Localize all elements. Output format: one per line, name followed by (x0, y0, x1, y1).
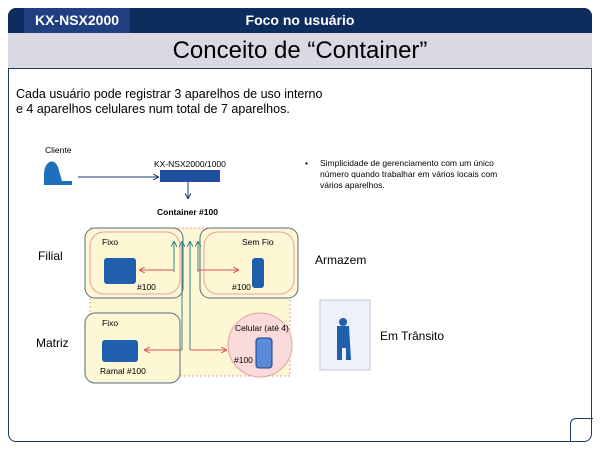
ramal-number: Ramal #100 (100, 366, 146, 376)
semfio-number: #100 (232, 282, 251, 292)
client-icon (44, 161, 72, 185)
page-title: Conceito de “Container” (8, 33, 592, 69)
smartphone-icon (255, 337, 273, 369)
container-label: Container #100 (157, 207, 218, 217)
desk-phone-icon (102, 340, 138, 362)
description: Cada usuário pode registrar 3 aparelhos … (16, 87, 322, 117)
fixo-matriz-label: Fixo (102, 318, 119, 328)
armazem-label: Armazem (315, 253, 367, 267)
model-label: KX-NSX2000 (24, 8, 130, 33)
semfio-box (199, 227, 299, 299)
semfio-label: Sem Fio (242, 237, 274, 247)
celular-number: #100 (234, 355, 253, 365)
matriz-label: Matriz (36, 336, 69, 350)
description-line: e 4 aparelhos celulares num total de 7 a… (16, 102, 290, 116)
fixo-label: Fixo (102, 237, 119, 247)
corner-tab (570, 418, 593, 441)
desk-phone-icon (104, 258, 136, 284)
bullet-text: Simplicidade de gerenciamento com um úni… (320, 158, 498, 190)
server-icon (160, 170, 220, 182)
server-label: KX-NSX2000/1000 (154, 159, 226, 169)
client-label: Cliente (45, 145, 72, 155)
description-line: Cada usuário pode registrar 3 aparelhos … (16, 87, 323, 101)
filial-label: Filial (38, 249, 63, 263)
transito-label: Em Trânsito (380, 329, 445, 343)
fixo-number: #100 (137, 282, 156, 292)
section-label: Foco no usuário (245, 12, 355, 28)
celular-label: Celular (até 4) (235, 323, 289, 333)
cordless-phone-icon (252, 258, 264, 288)
